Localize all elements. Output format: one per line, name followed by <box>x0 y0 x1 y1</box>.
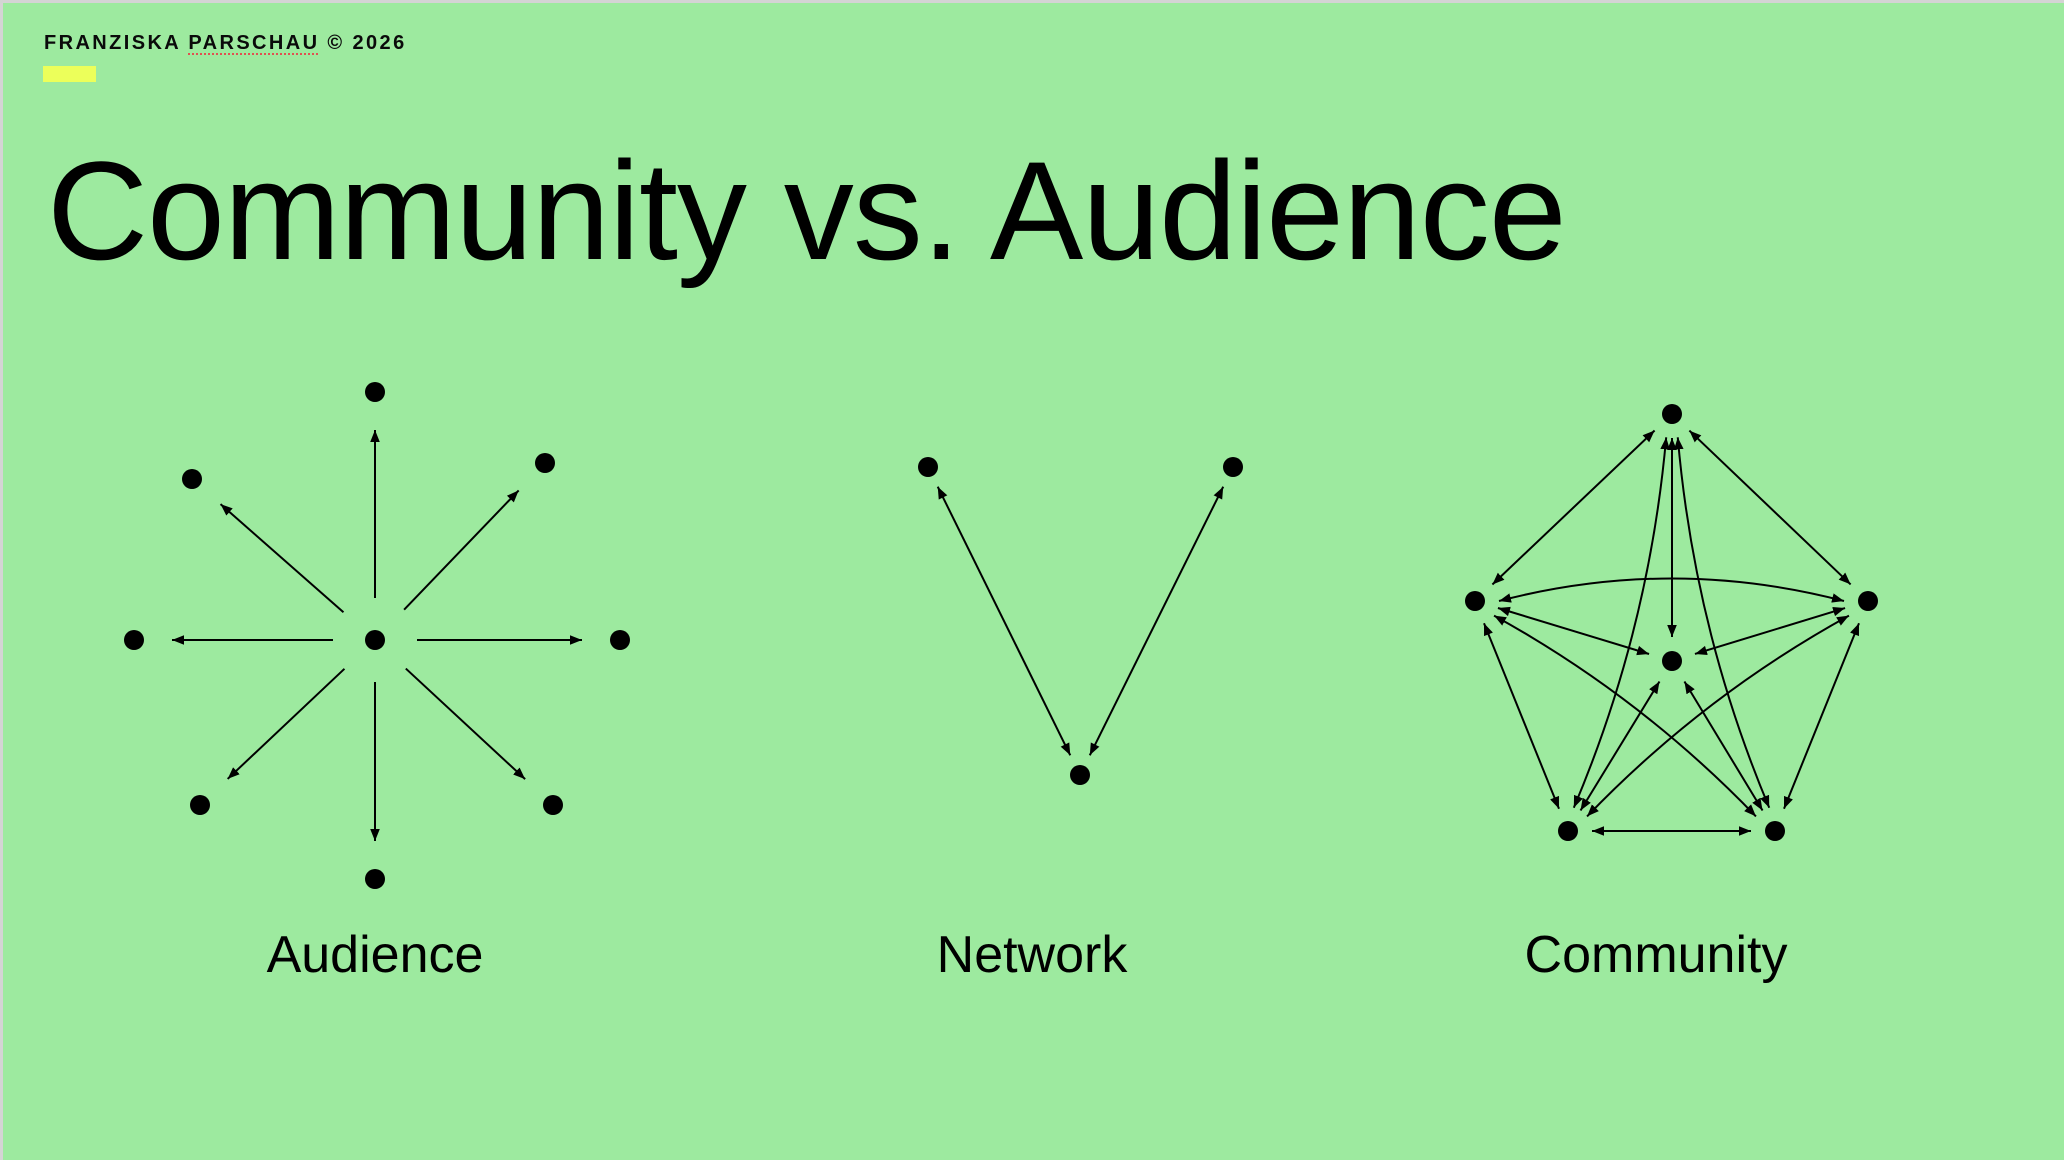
accent-bar <box>43 66 96 82</box>
network-node <box>918 457 938 477</box>
community-node <box>1662 404 1682 424</box>
bidirectional-edge <box>1683 681 1764 811</box>
slide-title: Community vs. Audience <box>47 132 1567 289</box>
arrow-edge <box>403 489 520 611</box>
audience-center-node <box>365 630 385 650</box>
bidirectional-edge <box>1491 429 1656 586</box>
audience-node <box>543 795 563 815</box>
community-node <box>1858 591 1878 611</box>
network-diagram <box>918 457 1243 785</box>
author-header: FRANZISKA PARSCHAU © 2026 <box>44 32 407 55</box>
bidirectional-edge <box>1688 429 1852 586</box>
audience-diagram <box>124 382 630 889</box>
audience-node <box>365 869 385 889</box>
arrow-edge <box>936 486 1072 756</box>
audience-node <box>190 795 210 815</box>
community-label: Community <box>1524 926 1788 984</box>
arrow-edge <box>1088 486 1225 756</box>
audience-node <box>124 630 144 650</box>
community-diagram <box>1465 404 1878 841</box>
arrow-edge <box>226 668 346 780</box>
community-node <box>1662 651 1682 671</box>
bidirectional-edge <box>1579 680 1661 812</box>
audience-node <box>365 382 385 402</box>
audience-label: Audience <box>266 926 484 984</box>
bidirectional-edge <box>1498 577 1845 603</box>
network-label: Network <box>936 926 1128 984</box>
bidirectional-edge <box>1783 622 1860 810</box>
community-node <box>1465 591 1485 611</box>
author-last-name: PARSCHAU <box>188 32 320 54</box>
author-first-name: FRANZISKA <box>44 32 181 54</box>
arrow-edge <box>405 667 526 780</box>
bidirectional-edge <box>1586 614 1850 818</box>
audience-node <box>182 469 202 489</box>
audience-node <box>610 630 630 650</box>
copyright: © 2026 <box>327 32 407 54</box>
arrow-edge <box>219 503 345 614</box>
network-node <box>1223 457 1243 477</box>
community-node <box>1558 821 1578 841</box>
community-node <box>1765 821 1785 841</box>
audience-node <box>535 453 555 473</box>
bidirectional-edge <box>1483 622 1560 810</box>
network-node <box>1070 765 1090 785</box>
